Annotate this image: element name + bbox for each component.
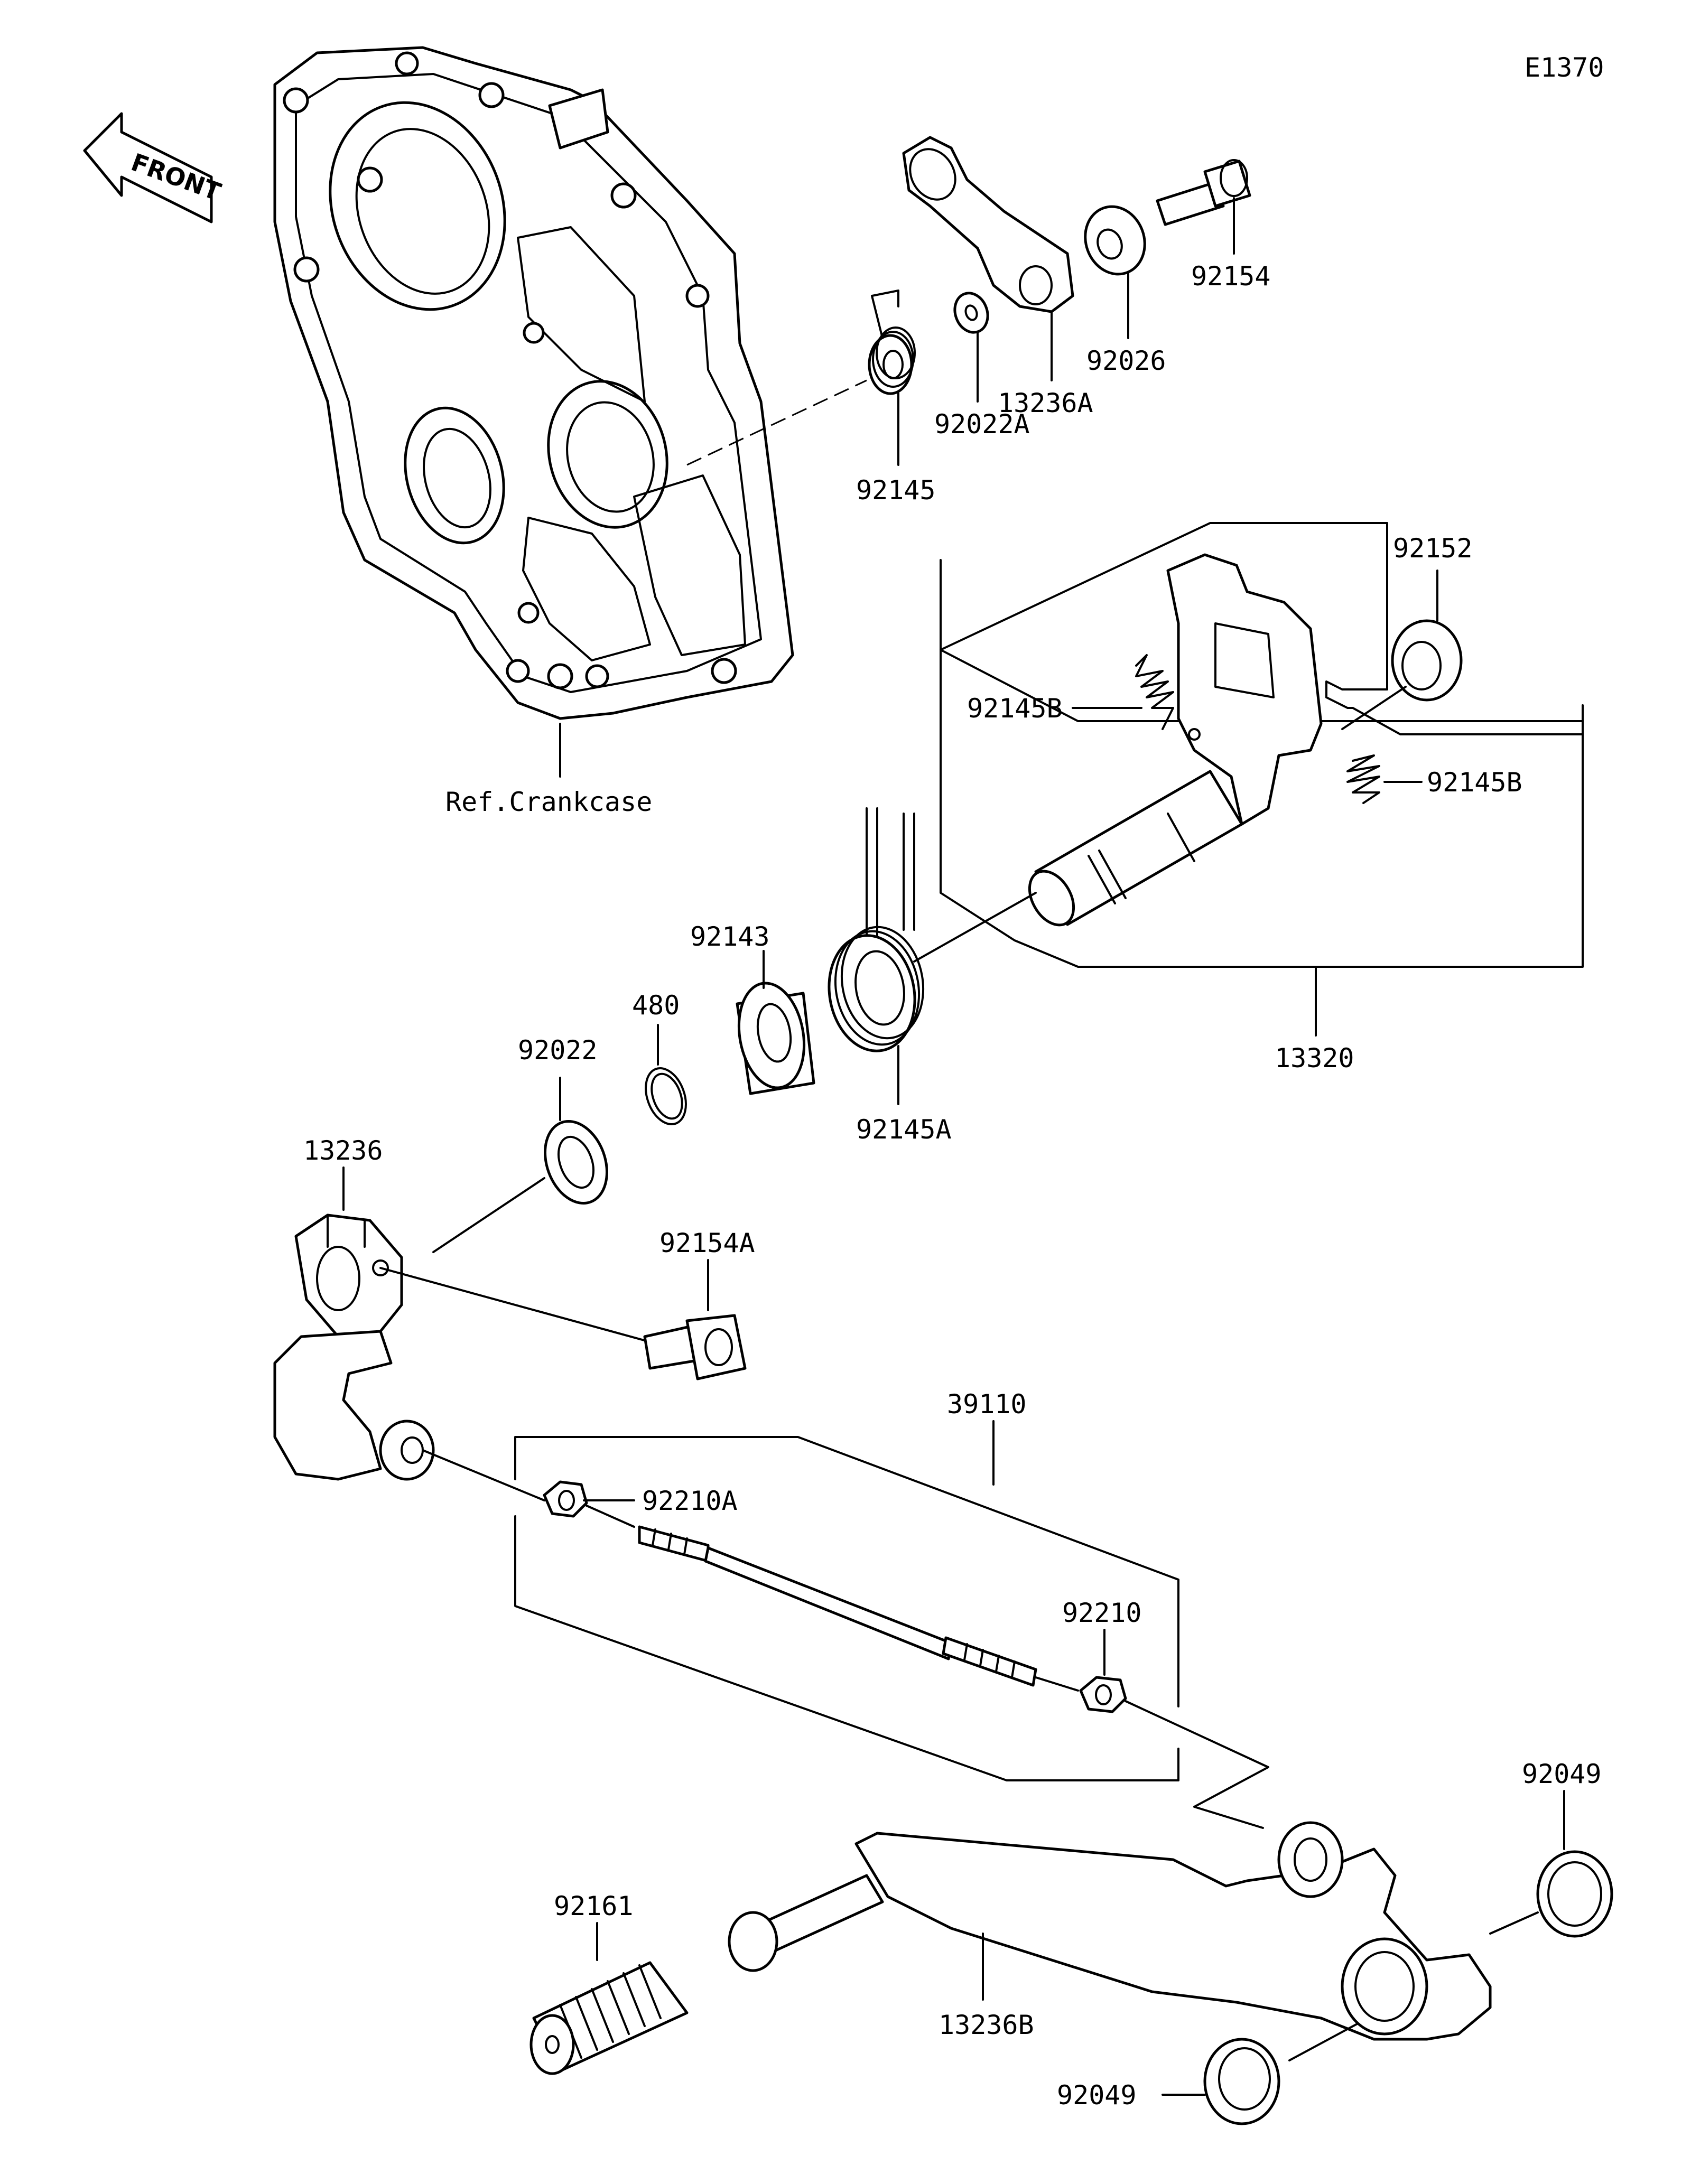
spring-92145: [868, 290, 916, 395]
label-39110: 39110: [947, 1389, 1027, 1420]
arm-13236A: [902, 136, 1074, 313]
lever-13236: [273, 1214, 435, 1481]
label-92210A: 92210A: [642, 1486, 738, 1516]
diagram-code: E1370: [1525, 52, 1604, 83]
label-92143: 92143: [690, 921, 770, 952]
pedal-13236B: [728, 1821, 1492, 2041]
label-92026: 92026: [1086, 346, 1166, 376]
nut-92210A: [543, 1480, 588, 1518]
spring-92145B-right: [1346, 754, 1380, 804]
label-92152: 92152: [1393, 533, 1473, 564]
label-92154A: 92154A: [659, 1228, 755, 1258]
washer-92022: [544, 1120, 608, 1205]
nut-92210: [1079, 1676, 1127, 1713]
washer-92022A: [953, 292, 989, 334]
bolt-92154: [1156, 159, 1251, 226]
label-13236: 13236: [303, 1135, 383, 1166]
crankcase-illustration: [273, 46, 794, 720]
bolt-92154A: [643, 1314, 747, 1380]
label-92022A: 92022A: [934, 409, 1030, 440]
circlip-480: [645, 1067, 687, 1126]
label-92049-bottom: 92049: [1057, 2080, 1137, 2111]
label-92154: 92154: [1191, 261, 1271, 292]
label-92145B-right: 92145B: [1427, 767, 1522, 798]
label-92145: 92145: [856, 475, 936, 506]
ref-crankcase-label: Ref.Crankcase: [445, 787, 652, 817]
label-92161: 92161: [554, 1891, 634, 1921]
shift-shaft-13320: [1028, 553, 1323, 927]
label-92049-top: 92049: [1522, 1759, 1602, 1789]
label-13236A: 13236A: [998, 388, 1093, 418]
tie-rod-39110: [638, 1525, 1037, 1687]
label-92210: 92210: [1062, 1598, 1142, 1628]
label-92022: 92022: [518, 1035, 598, 1066]
label-92145B-left: 92145B: [967, 693, 1063, 724]
label-13320: 13320: [1275, 1043, 1354, 1074]
label-92145A: 92145A: [856, 1114, 952, 1145]
spring-92145B-left: [1135, 654, 1174, 730]
rubber-92161: [529, 1961, 689, 2075]
bearing-92049-bottom: [1203, 2038, 1280, 2125]
front-arrow-icon: FRONT: [83, 112, 225, 223]
collar-92152: [1391, 619, 1463, 702]
bearing-92049-top: [1536, 1850, 1613, 1938]
label-13236B: 13236B: [939, 2010, 1034, 2040]
bushing-92143: [736, 982, 815, 1095]
collar-92026: [1084, 205, 1146, 276]
label-480: 480: [632, 990, 680, 1021]
spring-92145A: [828, 807, 925, 1052]
